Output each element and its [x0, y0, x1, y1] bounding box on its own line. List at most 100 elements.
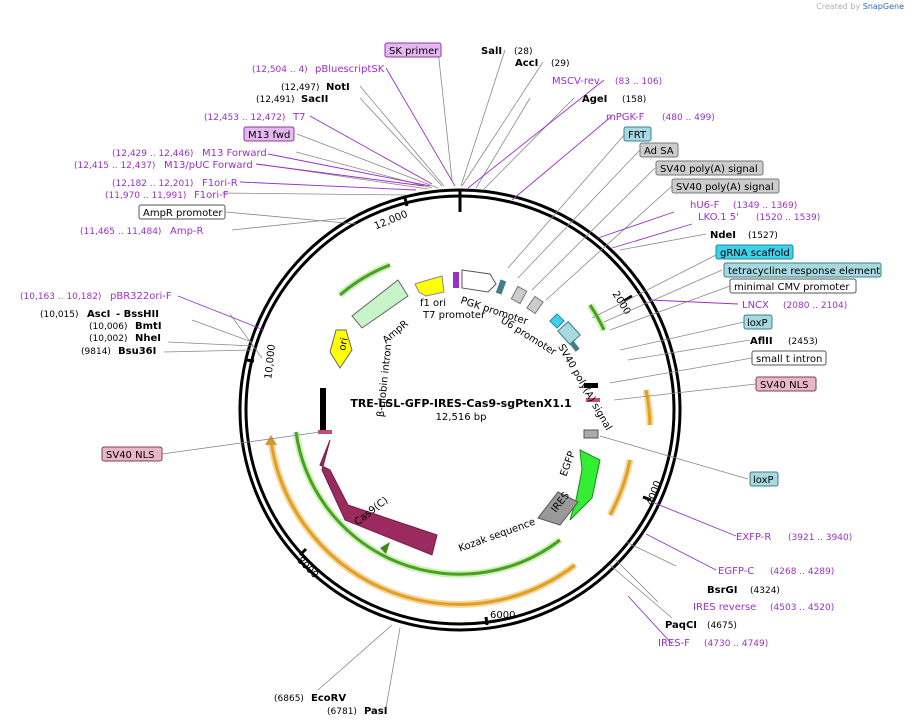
primer-pbr322ori: pBR322ori-F	[110, 291, 172, 302]
primer-amp-r-pos: (11,465 .. 11,484)	[80, 227, 161, 237]
primer-egfp-c-pos: (4268 .. 4289)	[770, 567, 834, 577]
enzyme-asci: AscI	[87, 309, 110, 320]
box-sk-primer-label: SK primer	[389, 46, 439, 57]
box-sv40-nls-right-label: SV40 NLS	[760, 380, 809, 391]
primer-pbluescript-pos: (12,504 .. 4)	[252, 65, 308, 75]
egfp-region-arc	[608, 459, 632, 516]
primer-m13-forward: M13 Forward	[202, 148, 267, 159]
feature-label-ori: ori	[337, 337, 350, 352]
ad-sa-mark	[510, 285, 528, 305]
enzyme-noti-pos: (12,497)	[281, 83, 320, 93]
egfp-outer-arc	[294, 431, 561, 576]
box-m13-fwd-label: M13 fwd	[248, 130, 290, 141]
box-ampr-promoter	[138, 204, 226, 220]
cas9-outer-arc	[269, 440, 576, 606]
tick-marks	[245, 190, 652, 626]
box-sk-primer	[384, 42, 442, 58]
enzyme-ecorv-pos: (6865)	[274, 694, 304, 704]
sv40-polya-mark-1	[526, 295, 544, 315]
box-sv40-polya-1	[655, 160, 764, 176]
enzyme-bsu36i: Bsu36I	[118, 346, 156, 357]
feature-label-f1-ori: f1 ori	[420, 298, 446, 309]
enzyme-ndei: NdeI	[710, 230, 736, 241]
box-small-t-intron-label: small t intron	[756, 354, 822, 365]
enzyme-asci-pos: (10,015)	[40, 310, 79, 320]
box-ad-sa	[639, 142, 679, 158]
primer-m13-puc-pos: (12,415 .. 12,437)	[74, 161, 155, 171]
sv40-nls-inner-mark	[318, 430, 332, 434]
primer-mpgk-f-pos: (480 .. 499)	[662, 113, 715, 123]
box-grna-scaffold	[715, 244, 794, 260]
plasmid-size: 12,516 bp	[436, 412, 487, 423]
enzyme-agei-pos: (158)	[622, 95, 646, 105]
primer-f1ori-f: F1ori-F	[194, 190, 229, 201]
primer-mscv-rev-pos: (83 .. 106)	[615, 77, 662, 87]
sv40-nls-mark	[586, 398, 600, 402]
credit-prefix: Created by	[816, 2, 861, 11]
enzyme-agei: AgeI	[582, 94, 607, 105]
puro-outer-arc	[588, 304, 606, 331]
primer-f1ori-r-pos: (12,182 .. 12,201)	[112, 179, 193, 189]
box-sv40-polya-2	[671, 178, 780, 194]
leader-lines	[163, 49, 677, 709]
enzyme-acci-pos: (29)	[551, 59, 569, 69]
box-loxp-1	[743, 314, 773, 330]
enzyme-paqci-pos: (4675)	[707, 621, 737, 631]
enzyme-pasi-pos: (6781)	[327, 707, 357, 717]
primer-hu6-f-pos: (1349 .. 1369)	[733, 201, 797, 211]
primer-exfp-r: EXFP-R	[736, 532, 771, 543]
beta-globin-mark	[320, 388, 326, 432]
feature-label-u6-promoter: U6 promoter	[498, 315, 558, 358]
primer-m13-puc: M13/pUC Forward	[164, 160, 253, 171]
primer-hu6-f: hU6-F	[690, 200, 720, 211]
box-frt	[623, 126, 652, 142]
box-frt-label: FRT	[628, 130, 647, 141]
box-sv40-nls-left	[101, 446, 163, 462]
enzyme-ndei-pos: (1527)	[748, 231, 778, 241]
feature-label-sv40-polya-inner: SV40 poly(A) signal	[555, 342, 613, 432]
pgk-promoter-arrow	[461, 269, 497, 293]
tre-mark	[557, 320, 581, 346]
primer-t7-pos: (12,453 .. 12,472)	[204, 113, 285, 123]
primer-lko1-pos: (1520 .. 1539)	[756, 213, 820, 223]
box-sv40-polya-1-label: SV40 poly(A) signal	[660, 164, 758, 175]
primer-pbluescript: pBluescriptSK	[315, 64, 385, 75]
box-loxp-2-label: loxP	[753, 475, 774, 486]
loxp-mark-1	[569, 340, 580, 352]
t7-promoter-mark	[453, 272, 459, 288]
primer-ires-reverse-pos: (4503 .. 4520)	[770, 603, 834, 613]
box-ampr-promoter-label: AmpR promoter	[143, 208, 223, 219]
box-m13-fwd	[243, 126, 295, 142]
primer-ires-f-pos: (4730 .. 4749)	[704, 639, 768, 649]
enzyme-bsshii: - BssHII	[116, 309, 159, 320]
gRNA-scaffold-mark	[549, 313, 565, 329]
primer-egfp-c: EGFP-C	[718, 566, 754, 577]
backbone-inner-ring	[244, 194, 676, 626]
primer-f1ori-r: F1ori-R	[202, 178, 238, 189]
box-minimal-cmv	[729, 278, 857, 294]
primer-t7: T7	[292, 112, 305, 123]
egfp-outer-arc-head	[380, 542, 390, 554]
box-minimal-cmv-label: minimal CMV promoter	[734, 282, 850, 293]
box-sv40-nls-right	[755, 376, 817, 392]
enzyme-aflii: AflII	[750, 336, 773, 347]
ampr-outer-arc	[339, 263, 391, 297]
enzyme-paqci: PaqCI	[665, 620, 697, 631]
enzyme-bsrgi: BsrGI	[707, 585, 737, 596]
primer-m13-forward-pos: (12,429 .. 12,446)	[112, 149, 193, 159]
enzyme-bsu36i-pos: (9814)	[81, 347, 111, 357]
box-sv40-nls-left-label: SV40 NLS	[106, 450, 155, 461]
primer-f1ori-f-pos: (11,970 .. 11,991)	[105, 191, 186, 201]
primer-mpgk-f: mPGK-F	[606, 112, 645, 123]
enzyme-noti: NotI	[326, 82, 350, 93]
primer-pbr322ori-pos: (10,163 .. 10,182)	[20, 292, 101, 302]
primer-amp-r: Amp-R	[170, 226, 204, 237]
box-tre	[723, 262, 882, 278]
enzyme-bmti-pos: (10,006)	[89, 322, 128, 332]
snapgene-logo: SnapGene	[862, 2, 904, 11]
ires-arrow	[537, 491, 579, 526]
enzyme-nhei: NheI	[135, 333, 161, 344]
feature-label-t7-promoter: T7 promoter	[422, 310, 486, 321]
enzyme-bmti: BmtI	[135, 321, 162, 332]
